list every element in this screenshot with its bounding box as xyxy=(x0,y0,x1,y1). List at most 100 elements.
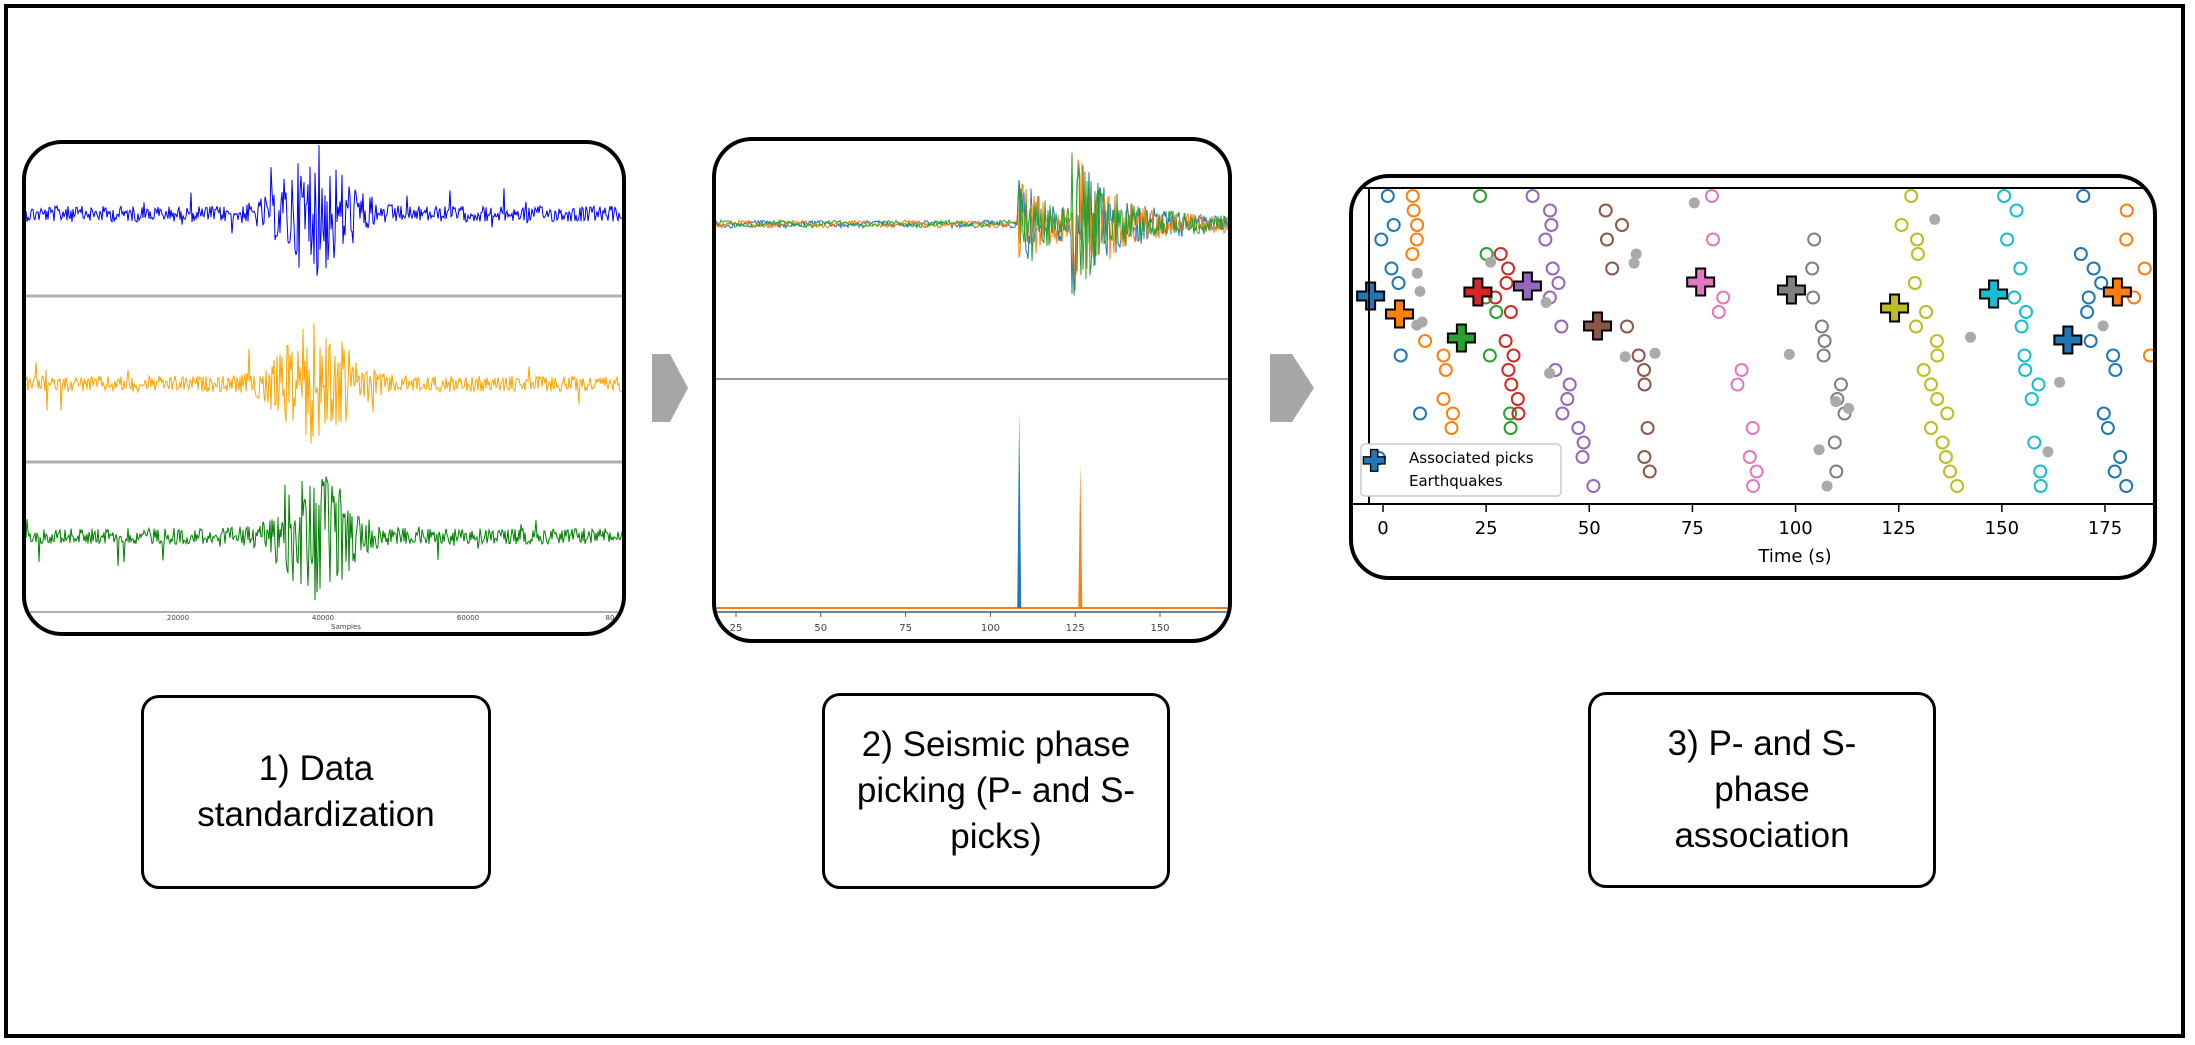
associated-pick xyxy=(1586,479,1601,493)
step-2-label: 2) Seismic phase picking (P- and S- pick… xyxy=(856,725,1136,856)
associated-pick xyxy=(1562,377,1577,392)
legend-picks-label: Associated picks xyxy=(1409,449,1534,467)
associated-pick xyxy=(1930,392,1945,406)
associated-pick xyxy=(1393,348,1408,363)
unassociated-pick xyxy=(1929,213,1941,225)
earthquake-marker xyxy=(2102,277,2132,307)
picking-tick-label: 50 xyxy=(814,623,827,634)
associated-pick xyxy=(1814,319,1829,334)
associated-pick xyxy=(1501,363,1516,377)
associated-pick xyxy=(1640,421,1655,435)
associated-pick xyxy=(1493,247,1508,261)
associated-pick xyxy=(1829,464,1844,479)
associated-pick xyxy=(1473,189,1487,203)
step-3-box: 3) P- and S- phase association xyxy=(1588,692,1936,888)
assoc-tick-label: 50 xyxy=(1578,518,1601,539)
associated-pick xyxy=(2031,377,2046,392)
associated-pick xyxy=(2108,363,2123,377)
unassociated-pick xyxy=(1843,402,1855,414)
assoc-tick-label: 0 xyxy=(1377,518,1388,539)
associated-pick xyxy=(1409,232,1424,247)
associated-pick xyxy=(2113,450,2128,464)
associated-pick xyxy=(1943,464,1957,479)
associated-pick xyxy=(1935,435,1950,450)
associated-pick xyxy=(1904,189,1919,203)
unassociated-pick xyxy=(1688,197,1700,209)
std-tick-3: 60000 xyxy=(457,614,479,622)
associated-pick xyxy=(1571,421,1586,435)
earthquake-marker xyxy=(1356,281,1386,311)
associated-pick xyxy=(1637,450,1652,464)
associated-pick xyxy=(1711,305,1726,319)
associated-pick xyxy=(1380,189,1395,203)
unassociated-pick xyxy=(1630,248,1642,260)
associated-pick xyxy=(1704,189,1719,203)
associated-pick xyxy=(1413,406,1427,421)
legend-quakes-label: Earthquakes xyxy=(1409,472,1503,490)
associated-pick xyxy=(1938,450,1953,464)
associated-pick xyxy=(2096,406,2111,421)
earthquake-marker xyxy=(1385,299,1415,329)
associated-pick xyxy=(2007,290,2022,305)
associated-pick xyxy=(1445,406,1460,421)
unassociated-pick xyxy=(1411,319,1423,331)
associated-pick xyxy=(1745,421,1760,435)
unassociated-pick xyxy=(1628,257,1640,269)
standardization-trace xyxy=(26,145,622,276)
std-x-axis-label: Samples xyxy=(331,623,361,631)
assoc-tick-label: 125 xyxy=(1882,518,1916,539)
associated-pick xyxy=(1575,450,1590,464)
associated-pick xyxy=(1598,203,1613,218)
associated-pick xyxy=(1620,319,1634,334)
associated-pick xyxy=(2073,247,2088,261)
associated-pick xyxy=(1506,348,1521,363)
associated-pick xyxy=(1637,377,1652,392)
associated-pick xyxy=(1807,232,1822,247)
associated-pick xyxy=(2019,305,2033,319)
associated-pick xyxy=(1816,348,1831,363)
associated-pick xyxy=(1605,261,1620,276)
associated-pick xyxy=(1919,305,1933,319)
associated-pick xyxy=(1827,435,1842,450)
step-2-box: 2) Seismic phase picking (P- and S- pick… xyxy=(822,693,1170,889)
associated-pick xyxy=(1444,421,1459,435)
std-tick-4: 80 xyxy=(606,614,615,622)
associated-pick xyxy=(2014,319,2029,334)
associated-pick xyxy=(2033,464,2048,479)
associated-pick xyxy=(1503,406,1518,421)
associated-pick xyxy=(1504,377,1519,392)
associated-pick xyxy=(2018,363,2033,377)
associated-pick xyxy=(1554,319,1569,334)
associated-pick xyxy=(1730,377,1745,392)
assoc-tick-label: 175 xyxy=(2088,518,2122,539)
associated-pick xyxy=(2100,421,2115,435)
associated-pick xyxy=(2080,305,2095,319)
associated-pick xyxy=(2143,348,2153,363)
associated-pick xyxy=(1489,305,1504,319)
associated-pick xyxy=(1706,232,1720,247)
associated-pick xyxy=(1544,218,1559,232)
associated-pick xyxy=(2081,290,2096,305)
associated-pick xyxy=(1482,348,1497,363)
associated-pick xyxy=(1511,406,1526,421)
associated-pick xyxy=(1746,479,1761,493)
associated-pick xyxy=(1503,421,1518,435)
unassociated-pick xyxy=(1619,351,1631,363)
associated-pick xyxy=(1405,189,1420,203)
associated-pick xyxy=(2094,276,2109,290)
earthquake-marker xyxy=(1463,277,1493,307)
picking-tick-label: 150 xyxy=(1150,623,1169,634)
unassociated-pick xyxy=(2097,320,2109,332)
panel-standardization: 20000 40000 60000 80 Samples xyxy=(22,140,626,636)
associated-pick xyxy=(1716,290,1731,305)
picking-trace xyxy=(716,159,1228,290)
step-1-box: 1) Data standardization xyxy=(141,695,491,889)
unassociated-pick xyxy=(1649,347,1661,359)
associated-pick xyxy=(1805,261,1820,276)
s-pick-probability xyxy=(1078,463,1083,608)
arrow-right-icon xyxy=(652,354,688,422)
associated-pick xyxy=(1438,363,1453,377)
associated-pick xyxy=(1749,464,1764,479)
associated-pick xyxy=(1560,392,1575,406)
